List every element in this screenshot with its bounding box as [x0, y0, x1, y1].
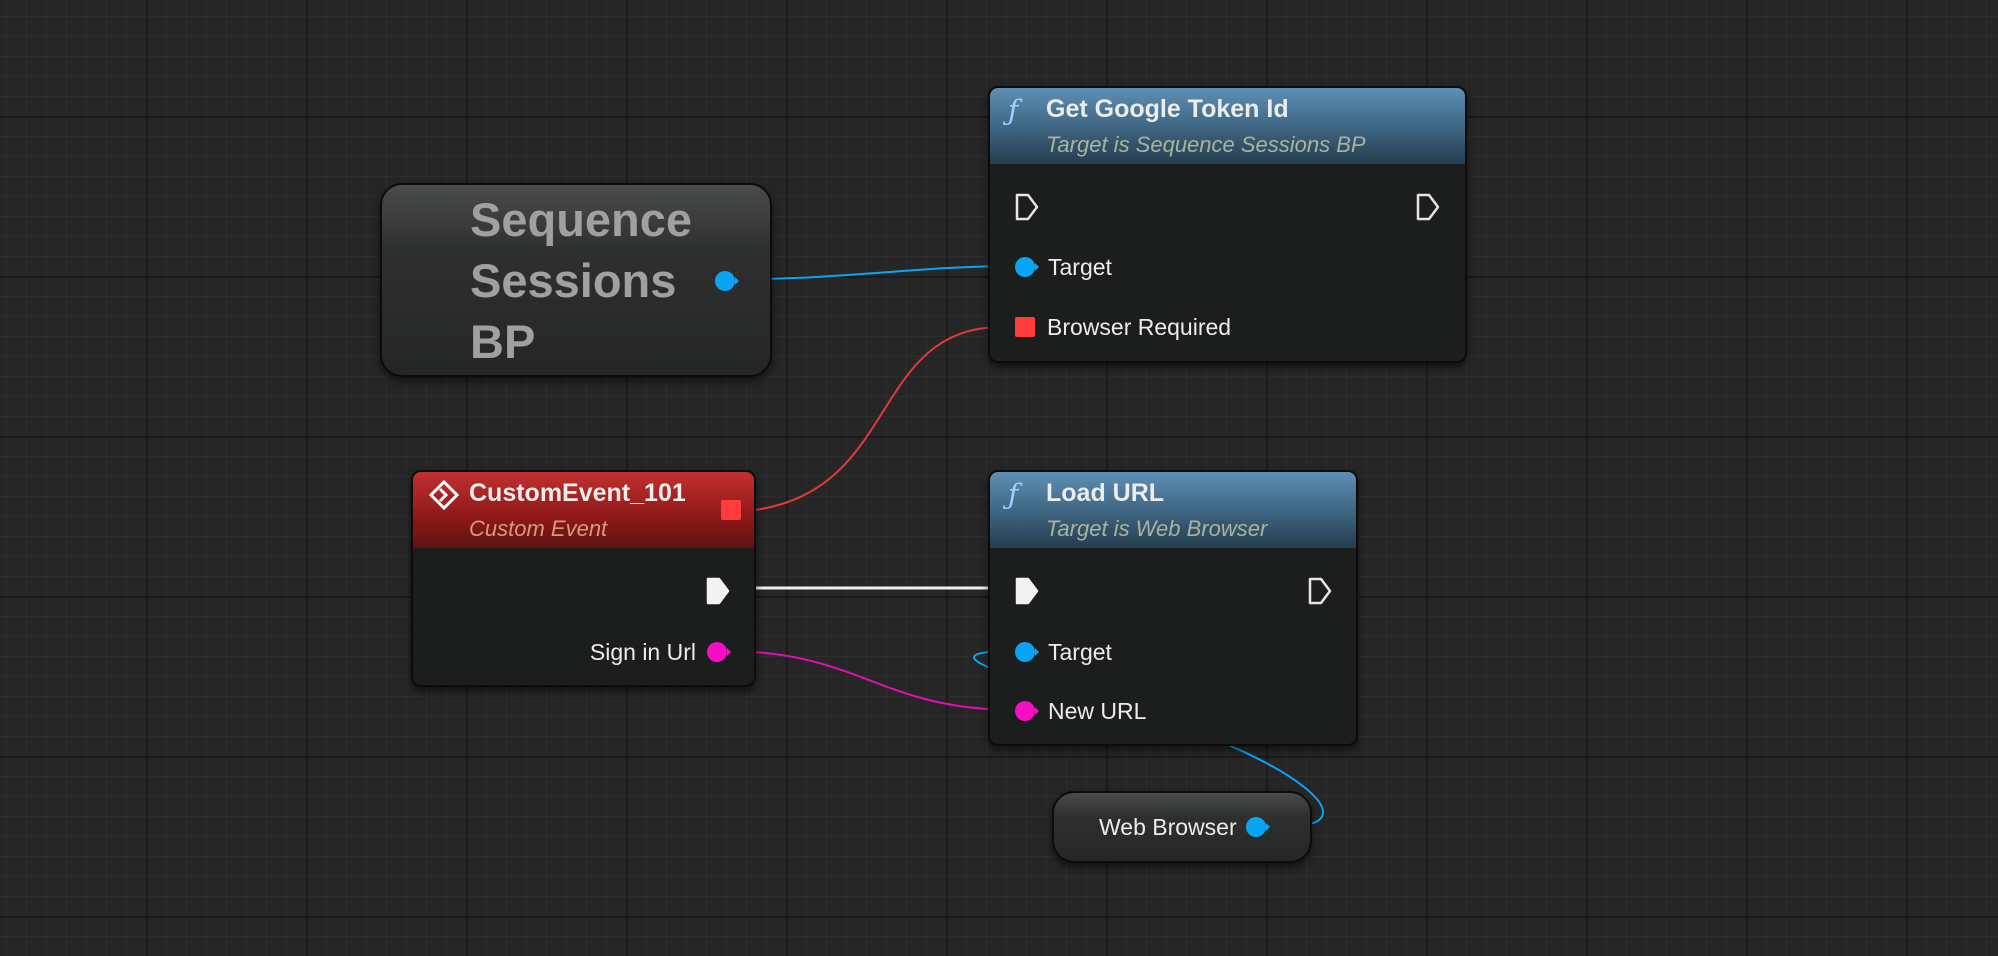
target-input-pin[interactable]: Target — [1014, 637, 1112, 667]
wire-event-to-browser-required — [754, 326, 1003, 511]
function-icon: ƒ — [1008, 94, 1019, 127]
event-icon — [429, 480, 459, 510]
web-browser-output-pin[interactable]: Web Browser — [1099, 812, 1271, 842]
browser-required-label: Browser Required — [1047, 313, 1232, 340]
node-header: ƒ Load URL Target is Web Browser — [990, 472, 1356, 548]
exec-pin-icon — [706, 577, 730, 605]
exec-pin-icon — [1015, 193, 1039, 221]
browser-required-pin[interactable]: Browser Required — [1015, 312, 1231, 342]
node-header: ƒ Get Google Token Id Target is Sequence… — [990, 88, 1465, 164]
function-icon: ƒ — [1008, 478, 1019, 511]
exec-output-pin[interactable] — [705, 576, 731, 606]
node-subtitle: Target is Sequence Sessions BP — [1046, 132, 1366, 157]
object-pin-icon — [1245, 817, 1270, 837]
object-pin-icon — [1015, 642, 1039, 662]
target-label: Target — [1048, 253, 1112, 280]
new-url-label: New URL — [1048, 697, 1147, 724]
load-url-node[interactable]: ƒ Load URL Target is Web Browser Target … — [988, 470, 1358, 746]
exec-output-pin[interactable] — [1307, 576, 1333, 606]
sequence-sessions-bp-label: Sequence Sessions BP — [470, 193, 693, 368]
exec-pin-icon — [1416, 193, 1440, 221]
wire-sequence-to-target — [739, 265, 1017, 280]
target-label: Target — [1048, 638, 1112, 665]
sign-in-url-pin[interactable]: Sign in Url — [590, 637, 732, 667]
web-browser-node[interactable]: Web Browser — [1052, 791, 1312, 863]
bool-pin-icon — [1015, 317, 1035, 337]
string-pin-icon — [707, 642, 731, 662]
object-pin-icon — [1015, 257, 1039, 277]
object-pin-icon — [715, 271, 739, 291]
sequence-sessions-bp-node[interactable]: Sequence Sessions BP — [380, 183, 772, 377]
exec-input-pin[interactable] — [1014, 192, 1040, 222]
new-url-pin[interactable]: New URL — [1014, 696, 1146, 726]
node-title: Load URL — [1046, 479, 1165, 507]
exec-pin-icon — [1308, 577, 1332, 605]
wire-sign-in-url-to-new-url — [724, 650, 1017, 711]
exec-pin-icon — [1015, 577, 1039, 605]
sign-in-url-label: Sign in Url — [589, 638, 696, 665]
custom-event-node[interactable]: CustomEvent_101 Custom Event Sign in Url — [411, 470, 756, 687]
node-subtitle: Custom Event — [469, 516, 608, 541]
web-browser-label: Web Browser — [1099, 813, 1237, 840]
node-title: Get Google Token Id — [1046, 95, 1289, 123]
sequence-output-pin[interactable] — [714, 266, 740, 296]
node-title: CustomEvent_101 — [469, 479, 686, 507]
delegate-pin-icon[interactable] — [721, 500, 741, 520]
node-subtitle: Target is Web Browser — [1046, 516, 1268, 541]
exec-output-pin[interactable] — [1415, 192, 1441, 222]
node-header: CustomEvent_101 Custom Event — [413, 472, 754, 548]
target-input-pin[interactable]: Target — [1014, 252, 1112, 282]
get-google-token-id-node[interactable]: ƒ Get Google Token Id Target is Sequence… — [988, 86, 1467, 363]
exec-input-pin[interactable] — [1014, 576, 1040, 606]
string-pin-icon — [1015, 701, 1039, 721]
